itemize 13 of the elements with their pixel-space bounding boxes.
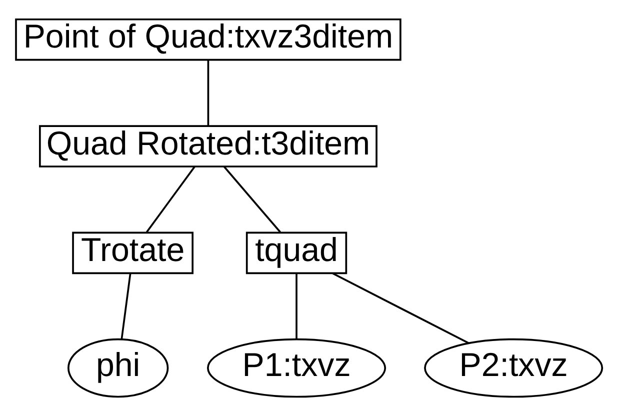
connector (332, 272, 470, 344)
connector (207, 60, 210, 126)
connector (146, 166, 196, 233)
connector (223, 166, 281, 233)
connector (120, 274, 132, 339)
node-box: Trotate (72, 232, 194, 274)
node-box: Quad Rotated:t3ditem (38, 125, 378, 168)
node-box: tquad (246, 232, 348, 274)
node-ellipse: P2:txvz (424, 338, 604, 398)
connector (296, 274, 298, 339)
node-box: Point of Quad:txvz3ditem (15, 18, 402, 61)
node-ellipse: P1:txvz (206, 338, 386, 398)
node-ellipse: phi (68, 338, 169, 398)
